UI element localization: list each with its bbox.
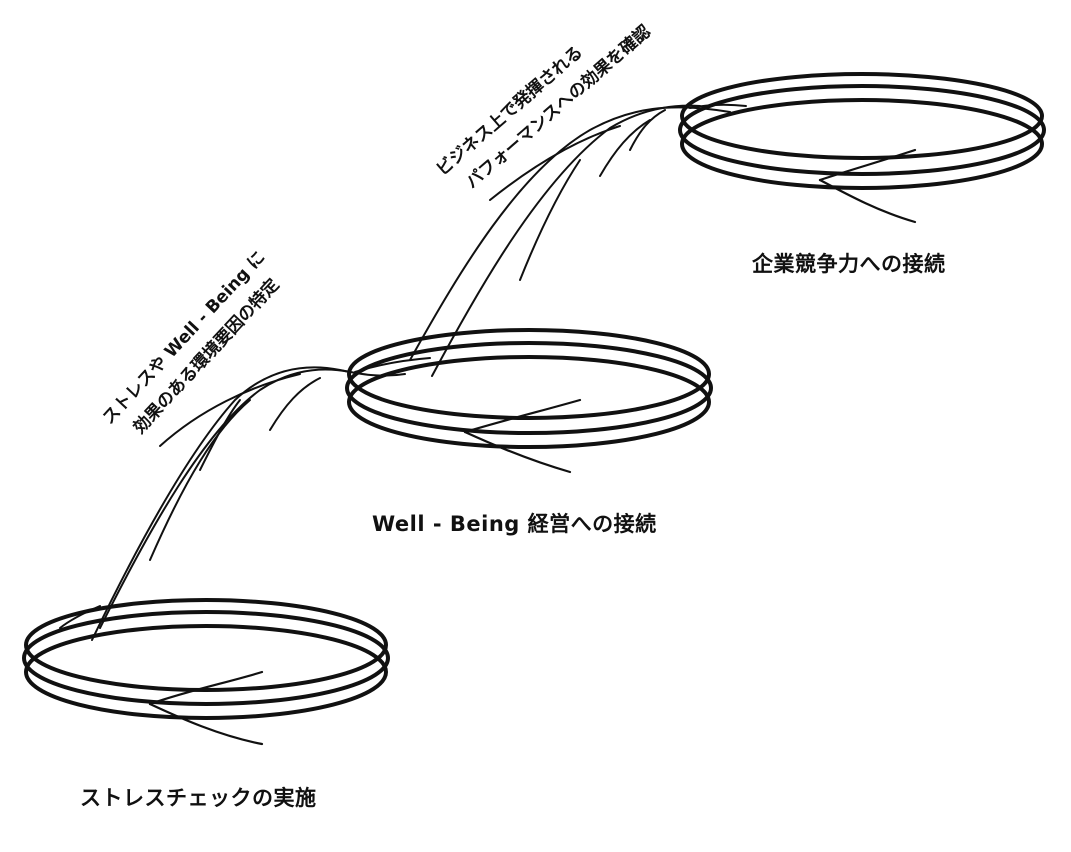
stage-label-1: ストレスチェックの実施: [80, 786, 317, 810]
stage-ring-3: [678, 72, 1046, 224]
stage-ring-2: [345, 328, 713, 474]
connector-ribbon-2: [409, 104, 731, 377]
connector-ribbon-1: [91, 366, 406, 641]
stage-label-3: 企業競争力への接続: [752, 252, 946, 276]
stage-label-2: Well - Being 経営への接続: [372, 512, 657, 536]
stage-ring-1: [22, 598, 390, 746]
